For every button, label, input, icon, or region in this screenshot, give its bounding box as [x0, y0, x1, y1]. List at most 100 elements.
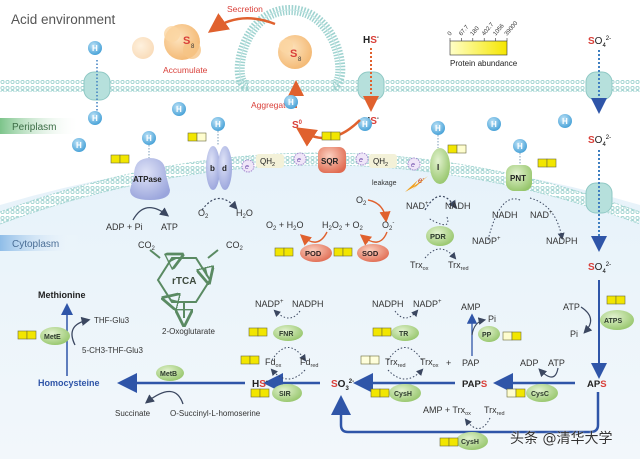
abundance-cell: [333, 247, 344, 257]
so3-label: SO32-: [331, 379, 354, 392]
ch3thf-label: 5-CH3-THF-Glu3: [82, 346, 143, 355]
h2o2-o2-label: H2O2 + O2: [322, 220, 363, 232]
abundance-cell: [240, 355, 251, 365]
metb-label: MetB: [160, 371, 177, 378]
abundance-box-complex-i: [447, 144, 467, 154]
abundance-box-sir: [250, 388, 270, 398]
abundance-cell: [439, 437, 450, 447]
pod-enzyme[interactable]: POD: [300, 244, 332, 262]
pnt-left-arc: [487, 198, 521, 241]
pi-label-2: Pi: [488, 314, 496, 324]
svg-text:H: H: [176, 105, 182, 114]
tr-enzyme[interactable]: TR: [391, 325, 419, 341]
svg-text:H: H: [146, 134, 152, 143]
abundance-box-tr: [372, 327, 392, 337]
s8-label: S: [183, 35, 190, 47]
nadh-label-2: NADH: [492, 210, 518, 220]
bd-b-label: b: [210, 164, 215, 173]
svg-text:e: e: [245, 164, 249, 171]
abundance-cell: [342, 247, 353, 257]
abundance-cell: [17, 330, 28, 340]
sir-enzyme[interactable]: SIR: [272, 384, 302, 402]
pod-label: POD: [305, 249, 322, 258]
svg-text:H: H: [362, 120, 368, 129]
bd-o2: O2: [198, 208, 209, 220]
s8-vesicle-subscript: 8: [298, 57, 302, 63]
hs-cytoplasm: HS-: [252, 379, 268, 390]
amp-label: AMP: [461, 302, 481, 312]
leakage-electron: e-: [418, 176, 424, 185]
svg-text:e: e: [297, 157, 301, 164]
abundance-cell: [448, 437, 459, 447]
sod-enzyme[interactable]: SOD: [357, 244, 389, 262]
cysc-arc: [538, 367, 559, 378]
svg-text:H: H: [562, 117, 568, 126]
legend-title: Protein abundance: [450, 59, 518, 68]
pp-label: PP: [482, 332, 492, 339]
abundance-box-sqr: [321, 131, 341, 141]
outer-channel-left: [83, 60, 111, 120]
cysh-enzyme-2[interactable]: CysH: [456, 432, 488, 450]
svg-text:H: H: [491, 120, 497, 129]
svg-text:H: H: [92, 44, 98, 53]
outer-channel-sulfate: [585, 50, 613, 114]
abundance-cell: [321, 131, 332, 141]
nadh-label-1: NADH: [445, 201, 471, 211]
abundance-cell: [330, 131, 341, 141]
plus-label: +: [446, 358, 451, 368]
atps-enzyme[interactable]: ATPS: [600, 310, 634, 330]
pi-label-1: Pi: [570, 329, 578, 339]
s0-label: S0: [292, 120, 303, 131]
svg-text:H: H: [92, 114, 98, 123]
atp-synthesis-arc: [132, 207, 170, 221]
fnr-lower-arc: [271, 347, 307, 362]
atpase-complex[interactable]: ATPase: [130, 158, 170, 200]
abundance-cell: [283, 247, 294, 257]
complex-i[interactable]: I: [430, 148, 450, 184]
pdr-enzyme[interactable]: PDR: [426, 226, 454, 246]
rtca-cycle: rTCA: [149, 249, 219, 318]
o2-to-superoxide-arrow: [367, 199, 391, 223]
abundance-cell: [502, 331, 513, 341]
abundance-box-pod: [274, 247, 294, 257]
inner-channel-sulfate: [585, 150, 613, 252]
proton-icon: H: [172, 102, 186, 116]
metb-enzyme[interactable]: MetB: [156, 365, 184, 381]
cysc-label: CysC: [531, 391, 549, 398]
pod-arc: [299, 231, 328, 246]
abundance-box-cysh-1: [370, 388, 390, 398]
s8-subscript: 8: [191, 44, 195, 50]
bd-o2-arc: [201, 197, 238, 211]
cysh-arc: [387, 368, 424, 380]
cysc-enzyme[interactable]: CysC: [526, 384, 558, 402]
abundance-cell: [110, 154, 121, 164]
so4-cytoplasm: SO42-: [588, 262, 611, 275]
bd-oxidase[interactable]: b d: [206, 146, 232, 190]
proton-icon: H: [358, 117, 372, 131]
proton-icon: H: [88, 41, 102, 55]
abundance-cell: [511, 331, 522, 341]
abundance-cell: [372, 327, 383, 337]
quinol-carrier: QH2: [256, 154, 284, 168]
pnt-enzyme[interactable]: PNT: [506, 165, 532, 191]
mete-label: MetE: [44, 334, 61, 341]
cysh-enzyme-1[interactable]: CysH: [389, 384, 421, 402]
fnr-enzyme[interactable]: FNR: [273, 325, 303, 341]
bd-d-label: d: [222, 164, 227, 173]
osh-label: O-Succinyl-L-homoserine: [170, 409, 261, 418]
abundance-box-cysh-2: [439, 437, 459, 447]
secretion-label: Secretion: [227, 4, 263, 14]
o2-ros: O2: [356, 195, 367, 207]
legend-tick-label: 180: [470, 25, 481, 37]
abundance-cell: [248, 327, 259, 337]
pp-enzyme[interactable]: PP: [478, 326, 500, 342]
so4-extracellular: SO42-: [588, 36, 611, 49]
sqr-enzyme[interactable]: SQR: [318, 147, 346, 173]
mete-enzyme[interactable]: MetE: [40, 327, 70, 345]
fnr-label: FNR: [279, 331, 293, 338]
leakage-label: leakage: [372, 180, 397, 187]
nadph-label-1: NADPH: [546, 236, 578, 246]
complex-i-arc: [424, 195, 457, 211]
svg-text:QH2: QH2: [260, 157, 275, 168]
